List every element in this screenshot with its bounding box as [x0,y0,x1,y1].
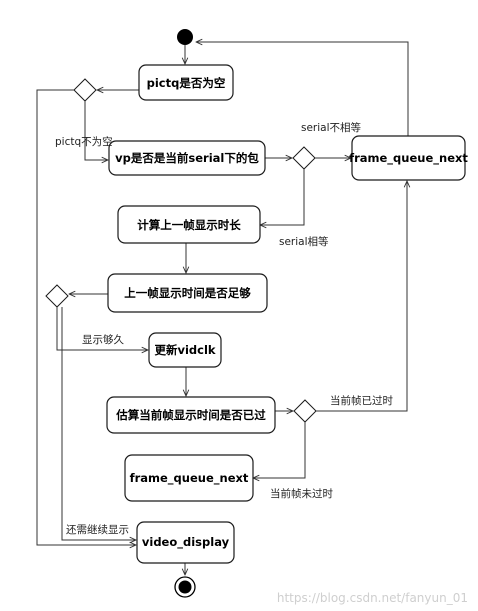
node-estimate-passed: 估算当前帧显示时间是否已过 [106,396,276,434]
node-vp-current-serial: vp是否是当前serial下的包 [108,140,266,176]
decision-pictq [73,78,97,102]
end-node-dot [178,580,192,594]
node-update-vidclk-label: 更新vidclk [154,343,215,357]
node-calc-last-duration: 计算上一帧显示时长 [117,205,261,244]
node-video-display-label: video_display [142,535,230,550]
node-estimate-passed-label: 估算当前帧显示时间是否已过 [115,408,266,422]
decision-serial [292,146,316,170]
node-pictq-empty-label: pictq是否为空 [147,76,226,90]
node-last-duration-enough: 上一帧显示时间是否足够 [107,273,268,313]
watermark-text: https://blog.csdn.net/fanyun_01 [277,591,468,605]
edge-pictq-empty-to-display [36,89,136,545]
edge-decision-to-display [61,307,136,540]
edge-label-display-enough: 显示够久 [82,334,124,346]
edge-serial-to-calc [260,169,305,225]
edge-label-serial-equal: serial相等 [279,235,329,248]
edge-fqn-top-back-to-start [196,42,409,136]
node-pictq-empty: pictq是否为空 [138,64,234,101]
node-update-vidclk: 更新vidclk [148,332,222,368]
start-node [177,29,193,45]
node-last-duration-enough-label: 上一帧显示时间是否足够 [124,286,251,300]
decision-duration [45,284,69,308]
node-frame-queue-next-bottom: frame_queue_next [124,454,254,502]
node-frame-queue-next-bottom-label: frame_queue_next [130,471,249,486]
node-frame-queue-next-top-label: frame_queue_next [349,151,468,166]
edge-label-pictq-not-empty: pictq不为空 [55,135,113,148]
node-frame-queue-next-top: frame_queue_next [349,135,468,181]
edge-label-need-continue-display: 还需继续显示 [66,523,129,536]
decision-passed [293,399,317,423]
edge-label-frame-not-passed: 当前帧未过时 [270,487,333,500]
edge-passed-to-fqn-top [316,181,407,412]
edge-label-serial-not-equal: serial不相等 [301,121,362,134]
edge-label-frame-passed: 当前帧已过时 [330,394,393,407]
edge-passed-to-fqn-bottom [253,422,306,478]
node-calc-last-duration-label: 计算上一帧显示时长 [137,218,241,232]
node-video-display: video_display [136,521,235,564]
node-vp-current-serial-label: vp是否是当前serial下的包 [115,151,259,165]
edge-decision-to-vp [84,101,108,160]
edge-decision-to-vidclk [56,307,148,350]
